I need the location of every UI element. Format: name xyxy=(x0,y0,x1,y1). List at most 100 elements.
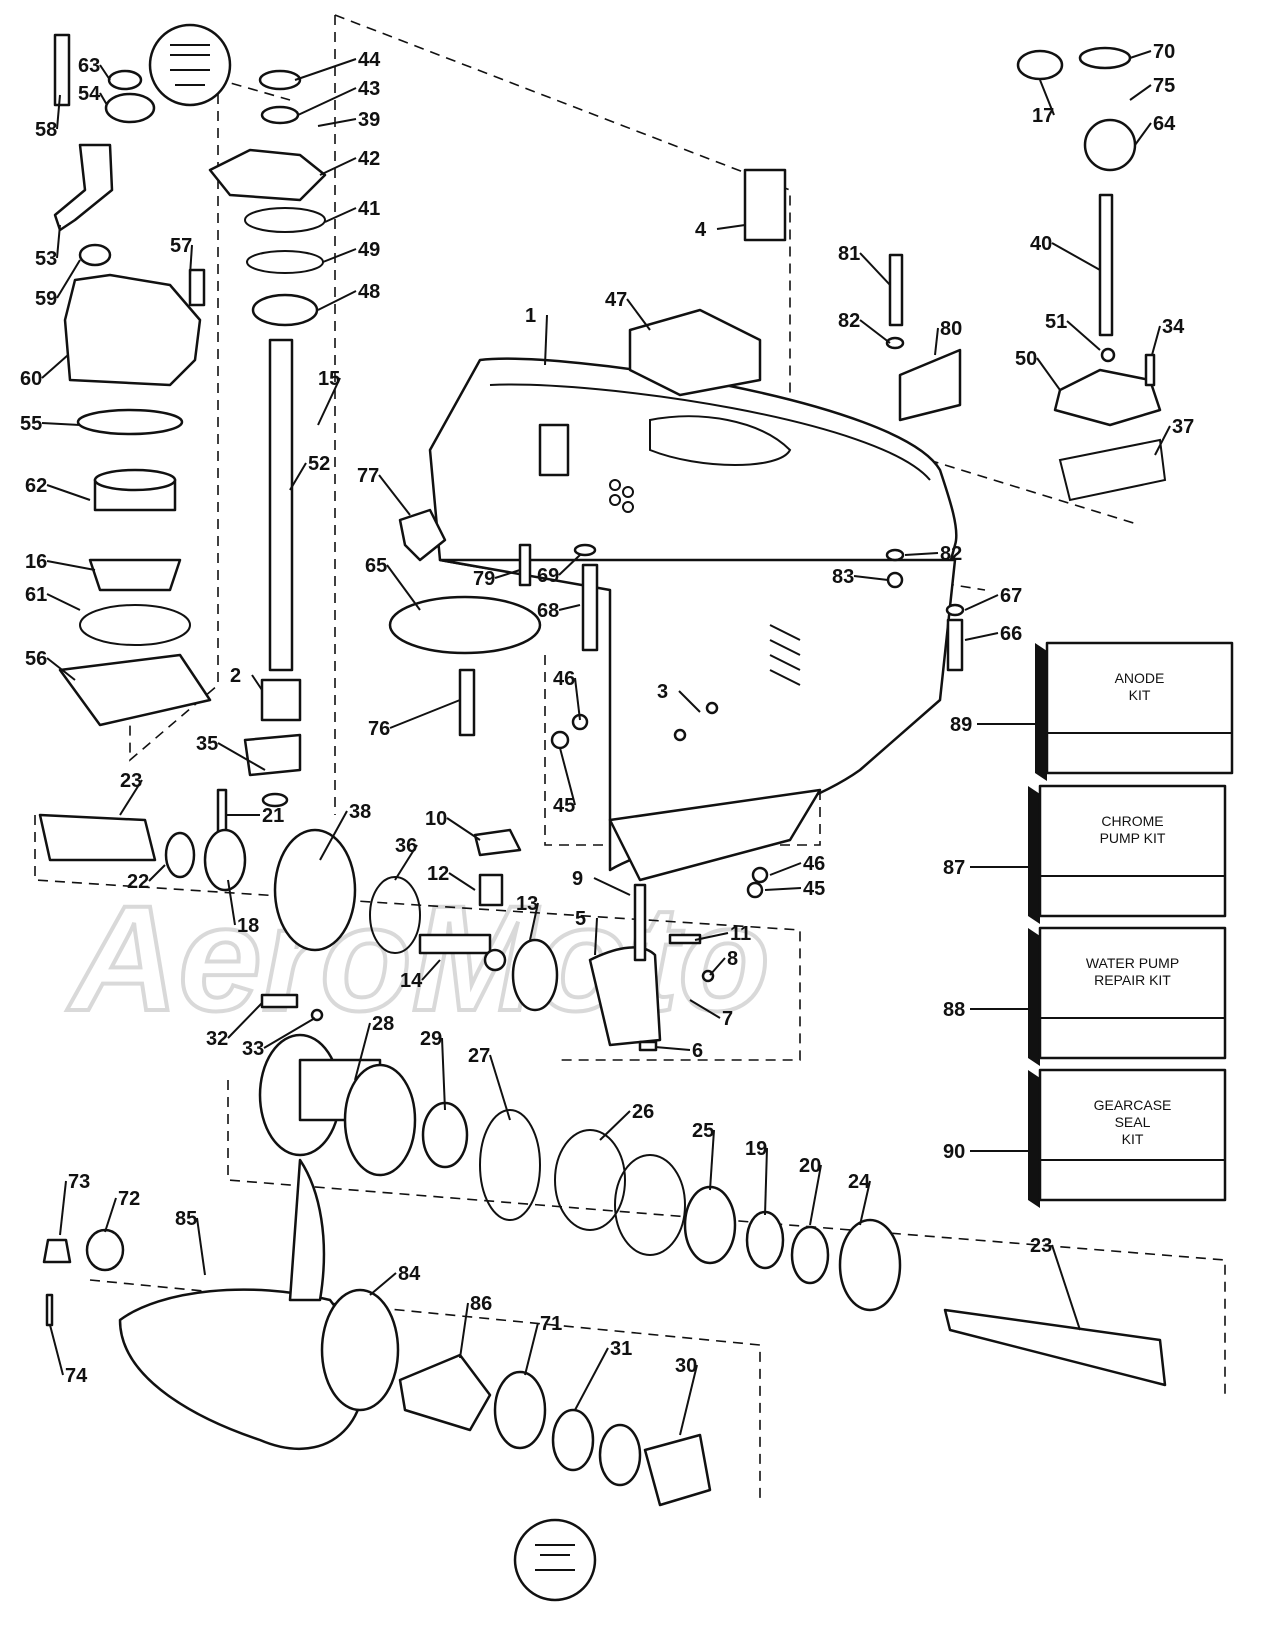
leader-line-p66 xyxy=(964,632,999,641)
seal-detail-inset-bottom xyxy=(513,1518,597,1602)
leader-line-p31 xyxy=(574,1347,609,1411)
water-pump-group xyxy=(53,33,212,727)
part-label-p28: 28 xyxy=(372,1013,394,1035)
part-label-p2: 2 xyxy=(230,665,241,687)
part-label-p59: 59 xyxy=(35,288,57,310)
part-label-p14: 14 xyxy=(400,970,423,992)
part-label-p39: 39 xyxy=(358,109,380,131)
kit-label-line: ANODE xyxy=(1115,670,1165,686)
leader-line-p86 xyxy=(459,1302,469,1359)
leader-line-p45a xyxy=(559,747,576,806)
leader-line-p46b xyxy=(769,862,802,876)
part-label-p85: 85 xyxy=(175,1208,197,1230)
leader-line-p83 xyxy=(853,575,889,581)
leader-line-p69 xyxy=(558,554,581,576)
leader-line-p80 xyxy=(934,327,939,356)
kit-number-label: 89 xyxy=(950,714,972,736)
part-label-p56: 56 xyxy=(25,648,47,670)
part-label-p30: 30 xyxy=(675,1355,697,1377)
part-number-labels: 1234567891011121314151617181920212223232… xyxy=(20,41,1194,1387)
part-label-p57: 57 xyxy=(170,235,192,257)
leader-line-p59 xyxy=(56,259,81,299)
part-label-p11: 11 xyxy=(730,923,751,945)
part-label-p24: 24 xyxy=(848,1171,871,1193)
part-label-p10: 10 xyxy=(425,808,447,830)
leader-line-p47 xyxy=(626,298,651,331)
part-label-p40: 40 xyxy=(1030,233,1052,255)
part-label-p43: 43 xyxy=(358,78,380,100)
part-label-p13: 13 xyxy=(516,893,538,915)
part-label-p33: 33 xyxy=(242,1038,264,1060)
part-label-p36: 36 xyxy=(395,835,417,857)
leader-line-p82b xyxy=(904,552,939,556)
leader-line-p38 xyxy=(319,810,348,861)
part-label-p19: 19 xyxy=(745,1138,767,1160)
part-label-p8: 8 xyxy=(727,948,738,970)
leader-line-p41 xyxy=(324,207,357,223)
leader-line-p10 xyxy=(446,817,481,841)
leader-line-p43 xyxy=(297,87,357,116)
leader-line-p1 xyxy=(544,314,548,366)
kit-label-line: REPAIR KIT xyxy=(1094,972,1171,988)
part-label-p20: 20 xyxy=(799,1155,821,1177)
leader-line-p46a xyxy=(574,677,581,721)
part-label-p32: 32 xyxy=(206,1028,228,1050)
prop-shaft-gears xyxy=(38,813,715,1052)
leader-line-p19 xyxy=(764,1147,768,1216)
part-label-p66: 66 xyxy=(1000,623,1022,645)
part-label-p34: 34 xyxy=(1162,316,1185,338)
shift-rod-group xyxy=(388,46,1167,899)
leader-lines xyxy=(41,50,1171,1436)
kit-label-line: SEAL xyxy=(1115,1114,1151,1130)
part-label-p12: 12 xyxy=(427,863,449,885)
part-label-p41: 41 xyxy=(358,198,380,220)
part-label-p49: 49 xyxy=(358,239,380,261)
bearing-housing-group xyxy=(258,1033,1167,1387)
leader-line-p45b xyxy=(764,887,802,891)
drive-shaft-group xyxy=(208,69,327,837)
part-label-p31: 31 xyxy=(610,1338,632,1360)
part-label-p15: 15 xyxy=(318,368,340,390)
part-label-p55: 55 xyxy=(20,413,42,435)
part-label-p48: 48 xyxy=(358,281,380,303)
leader-line-p17 xyxy=(1039,79,1055,116)
part-label-p23a: 23 xyxy=(120,770,142,792)
part-label-p25: 25 xyxy=(692,1120,714,1142)
leader-line-p27 xyxy=(489,1054,511,1121)
leader-line-p26 xyxy=(599,1110,631,1141)
leader-line-p79 xyxy=(494,569,521,579)
leader-line-p50 xyxy=(1036,357,1061,391)
leader-line-p85 xyxy=(196,1217,206,1276)
leader-line-p75 xyxy=(1129,84,1152,101)
kit-number-label: 87 xyxy=(943,857,965,879)
part-label-p72: 72 xyxy=(118,1188,140,1210)
leader-line-p8 xyxy=(709,957,726,976)
leader-line-p7 xyxy=(689,999,721,1019)
part-label-p38: 38 xyxy=(349,801,371,823)
kit-label-line: CHROME xyxy=(1101,813,1163,829)
leader-line-p63 xyxy=(99,64,111,81)
part-label-p5: 5 xyxy=(575,908,586,930)
part-label-p29: 29 xyxy=(420,1028,442,1050)
part-label-p37: 37 xyxy=(1172,416,1194,438)
kit-label-line: WATER PUMP xyxy=(1086,955,1179,971)
kit-label-line: GEARCASE xyxy=(1094,1097,1172,1113)
leader-line-p49 xyxy=(322,248,357,263)
leader-line-p81 xyxy=(859,252,891,286)
leader-line-p20 xyxy=(809,1164,822,1226)
part-label-p74: 74 xyxy=(65,1365,88,1387)
leader-line-p28 xyxy=(354,1022,371,1081)
part-label-p64: 64 xyxy=(1153,113,1176,135)
part-label-p45b: 45 xyxy=(803,878,825,900)
leader-line-p35 xyxy=(217,742,266,771)
leader-line-p65 xyxy=(386,564,421,611)
leader-line-p34 xyxy=(1151,325,1161,356)
part-label-p80: 80 xyxy=(940,318,962,340)
part-label-p9: 9 xyxy=(572,868,583,890)
part-label-p82b: 82 xyxy=(940,543,962,565)
part-label-p16: 16 xyxy=(25,551,47,573)
